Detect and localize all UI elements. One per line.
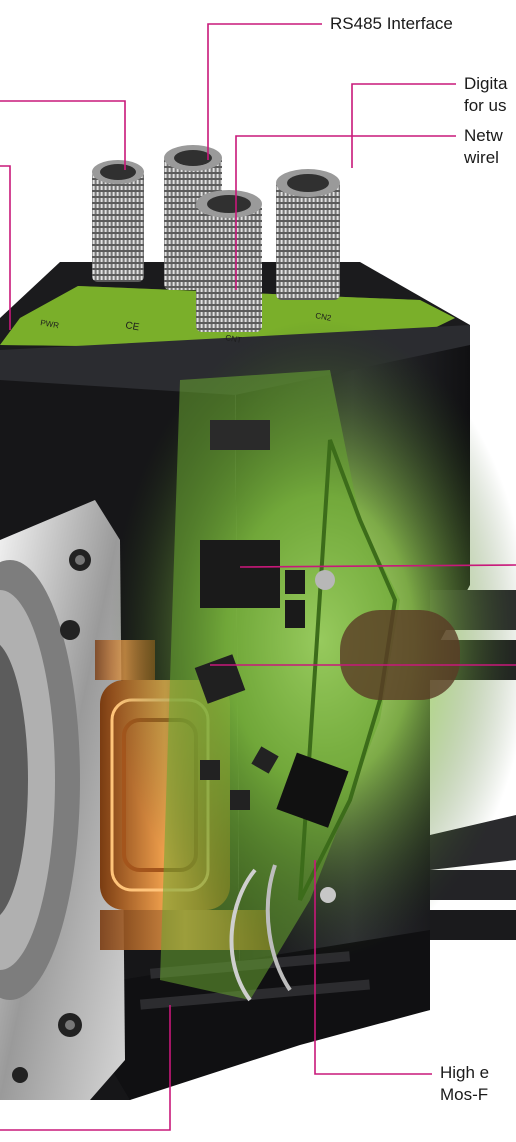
connector-icon <box>276 180 340 300</box>
callout-mosfet-line2: Mos-F <box>440 1085 489 1104</box>
plate-label-cn2: CN2 <box>315 311 333 323</box>
motor-flange <box>0 500 125 1100</box>
callout-rs485-interface: RS485 Interface <box>330 13 453 35</box>
callout-lines <box>0 23 516 1131</box>
screw-icon <box>12 1067 28 1083</box>
screw-icon <box>60 620 80 640</box>
callout-mosfet: High e Mos-F <box>440 1062 489 1106</box>
callout-digital-line1: Digita <box>464 74 508 93</box>
pcb-board <box>110 320 516 1002</box>
callout-network: Netw wirel <box>464 125 503 169</box>
callout-mosfet-line1: High e <box>440 1063 490 1082</box>
connector-network <box>196 190 262 332</box>
connector-icon <box>92 170 144 282</box>
plate-label-pwr: PWR <box>40 318 60 330</box>
connector-power <box>92 160 144 282</box>
callout-rs485-line1: RS485 Interface <box>330 14 453 33</box>
callout-digital-io: Digita for us <box>464 73 507 117</box>
callout-digital-line2: for us <box>464 96 507 115</box>
plate-label-ce: CE <box>124 320 140 333</box>
plate-label-cnt: CNT <box>225 333 243 345</box>
callout-network-line1: Netw <box>464 126 503 145</box>
connector-digital <box>276 169 340 300</box>
connector-icon <box>196 202 262 332</box>
callout-network-line2: wirel <box>464 148 499 167</box>
